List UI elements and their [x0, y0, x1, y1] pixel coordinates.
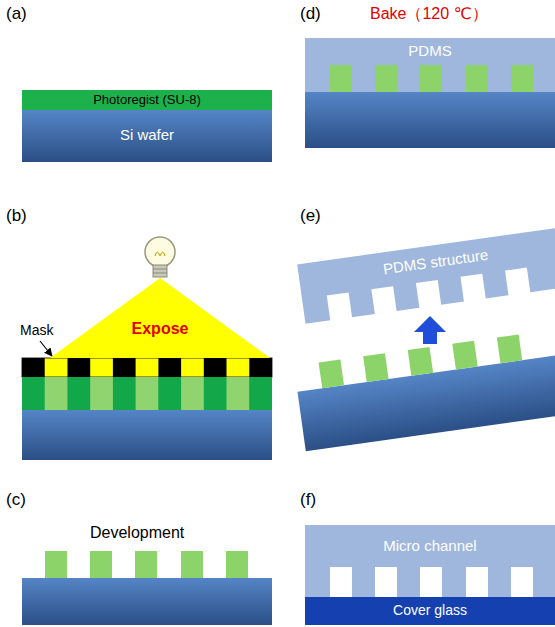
- panel-letter: (a): [6, 4, 27, 24]
- mask: [22, 358, 272, 377]
- node-text: Micro channel: [383, 537, 476, 554]
- si-wafer: [22, 410, 272, 460]
- mold-wafer: [294, 326, 555, 451]
- part-label: Mask: [20, 322, 53, 338]
- si-wafer: Si wafer: [22, 110, 272, 162]
- micro-channel-block-shape: [305, 525, 555, 597]
- micro-channel-block: Micro channel: [305, 525, 555, 597]
- si-wafer: [22, 578, 272, 625]
- su8-pattern: [45, 551, 248, 578]
- pdms-structure: PDMS structure: [297, 226, 555, 324]
- node-text: Expose: [132, 320, 189, 338]
- panel-letter: (c): [6, 490, 26, 510]
- node-text: Si wafer: [120, 126, 174, 143]
- leader-line: [40, 341, 52, 356]
- panel-letter: (d): [300, 4, 321, 24]
- cover-glass: Cover glass: [305, 597, 555, 625]
- si-wafer: [305, 92, 555, 148]
- peel-arrow: [414, 316, 446, 344]
- panel-letter: (b): [6, 206, 27, 226]
- step-label: Bake（120 ℃）: [370, 4, 488, 25]
- step-label: Development: [90, 524, 184, 542]
- light-cone-shape: [50, 278, 270, 358]
- photoresist-layer: [22, 377, 272, 410]
- pdms-structure-shape: [297, 226, 555, 324]
- pdms-layer: PDMS: [305, 38, 555, 92]
- node-text: Photoregist (SU-8): [93, 92, 201, 107]
- light-cone: Expose: [50, 278, 270, 358]
- node-text: Cover glass: [393, 602, 467, 618]
- photoresist-layer: Photoregist (SU-8): [22, 90, 272, 110]
- panel-letter: (e): [300, 206, 321, 226]
- panel-letter: (f): [300, 490, 316, 510]
- node-text: PDMS: [408, 42, 451, 59]
- light-bulb: [145, 237, 175, 277]
